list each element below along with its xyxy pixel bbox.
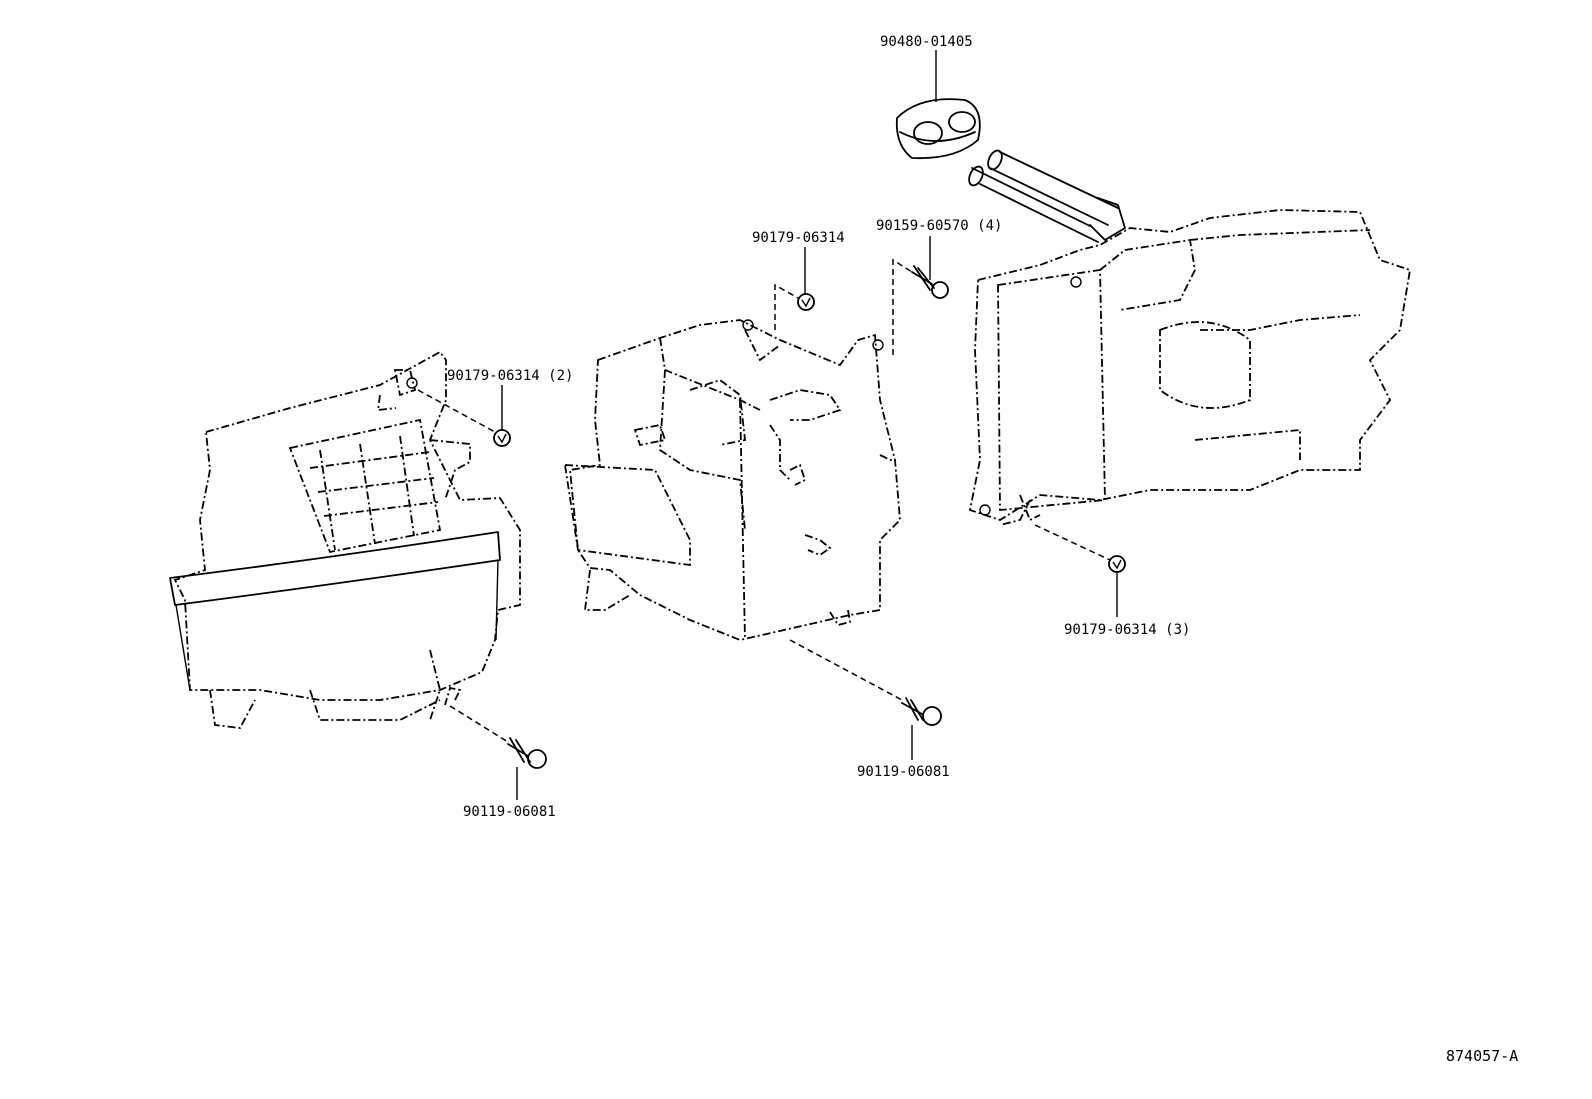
grommet (895, 98, 981, 160)
part-label-screw-top: 90159-60570 (4) (876, 218, 1003, 234)
heater-pipes (968, 149, 1126, 243)
part-label-clip-left: 90179-06314 (2) (447, 368, 574, 384)
part-label-grommet: 90480-01405 (880, 34, 973, 50)
heater-case (563, 319, 901, 641)
clip-icon-2 (493, 429, 511, 447)
screw-icon-3 (507, 737, 547, 769)
leader-lines (417, 50, 1118, 800)
heater-core-unit (968, 209, 1412, 526)
blower-housing (169, 350, 521, 729)
screw-icon-2 (901, 697, 942, 726)
part-label-clip-top: 90179-06314 (752, 230, 845, 246)
part-label-screw-left: 90119-06081 (463, 804, 556, 820)
part-label-screw-middle: 90119-06081 (857, 764, 950, 780)
screw-icon-1 (911, 265, 949, 299)
clip-icon-1 (797, 293, 815, 311)
diagram-id: 874057-A (1446, 1047, 1519, 1065)
clip-icon-3 (1108, 555, 1126, 573)
part-label-clip-right: 90179-06314 (3) (1064, 622, 1191, 638)
